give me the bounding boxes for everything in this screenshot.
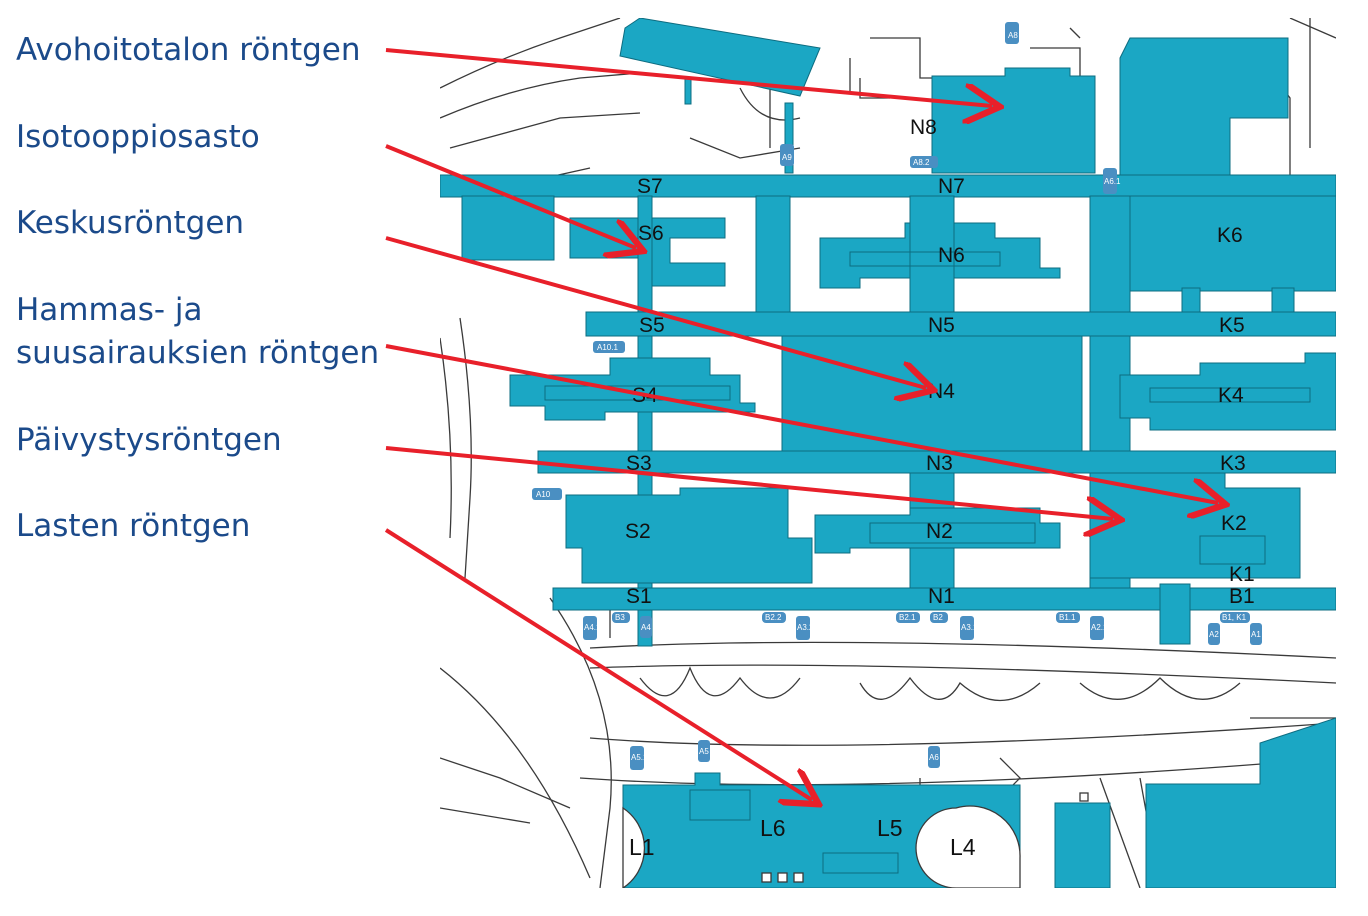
tag-a8-2: A8.2: [913, 158, 930, 167]
tag-a3-2: A3.2: [797, 623, 814, 632]
label-n5: N5: [928, 314, 955, 337]
label-l4: L4: [950, 834, 976, 860]
label-s2: S2: [625, 520, 651, 543]
label-k4: K4: [1218, 384, 1244, 407]
building-cutouts: [622, 792, 1089, 888]
tag-a10: A10: [536, 490, 551, 499]
label-n3: N3: [926, 452, 953, 475]
tag-a10-1: A10.1: [597, 343, 618, 352]
label-k3: K3: [1220, 452, 1246, 475]
label-l5: L5: [877, 815, 903, 841]
tag-a1: A1: [1251, 630, 1261, 639]
label-n7: N7: [938, 175, 965, 198]
tag-a2: A2: [1209, 630, 1219, 639]
tag-a3-1: A3.1: [961, 623, 978, 632]
hospital-campus-map: N8 S7 N7 S6 N6 K6 S5 N5 K5 S4 N4 K4 S3 N…: [440, 18, 1336, 888]
label-n6: N6: [938, 244, 965, 267]
tag-a4: A4: [641, 623, 651, 632]
legend-hammas-label-line1: Hammas- ja: [16, 292, 203, 328]
legend-keskus-label: Keskusröntgen: [16, 205, 245, 241]
label-n1: N1: [928, 585, 955, 608]
label-b1: B1: [1229, 585, 1255, 608]
tag-b2: B2: [933, 613, 943, 622]
label-s5: S5: [639, 314, 665, 337]
label-l1: L1: [629, 834, 655, 860]
buildings: [440, 18, 1336, 888]
label-s7: S7: [637, 175, 663, 198]
label-k6: K6: [1217, 224, 1243, 247]
label-n8: N8: [910, 116, 937, 139]
tag-b1-k1: B1, K1: [1222, 613, 1247, 622]
tag-a9: A9: [782, 153, 792, 162]
tag-a8-top: A8: [1008, 31, 1018, 40]
label-k2: K2: [1221, 512, 1247, 535]
tag-b2-1: B2.1: [899, 613, 916, 622]
tag-b3: B3: [615, 613, 625, 622]
label-s3: S3: [626, 452, 652, 475]
tag-a6: A6: [929, 753, 939, 762]
legend-lasten-label: Lasten röntgen: [16, 508, 251, 544]
label-l6: L6: [760, 815, 786, 841]
label-n2: N2: [926, 520, 953, 543]
legend-avohoitotalo-label: Avohoitotalon röntgen: [16, 32, 361, 68]
legend-paivystys-label: Päivystysröntgen: [16, 422, 282, 458]
legend-isotooppi-label: Isotooppiosasto: [16, 119, 260, 155]
label-s6: S6: [638, 222, 664, 245]
tag-a2-1: A2.1: [1091, 623, 1108, 632]
legend-hammas-label-line2: suusairauksien röntgen: [16, 335, 380, 371]
tag-a4-1: A4.1: [584, 623, 601, 632]
label-k5: K5: [1219, 314, 1245, 337]
tag-a5: A5: [699, 747, 709, 756]
label-s4: S4: [632, 384, 658, 407]
tag-b1-1: B1.1: [1059, 613, 1076, 622]
tag-b2-2: B2.2: [765, 613, 782, 622]
tag-a6-1: A6.1: [1104, 177, 1121, 186]
label-k1: K1: [1229, 563, 1255, 586]
label-s1: S1: [626, 585, 652, 608]
tag-a5-1: A5.1: [631, 753, 648, 762]
label-n4: N4: [928, 380, 955, 403]
